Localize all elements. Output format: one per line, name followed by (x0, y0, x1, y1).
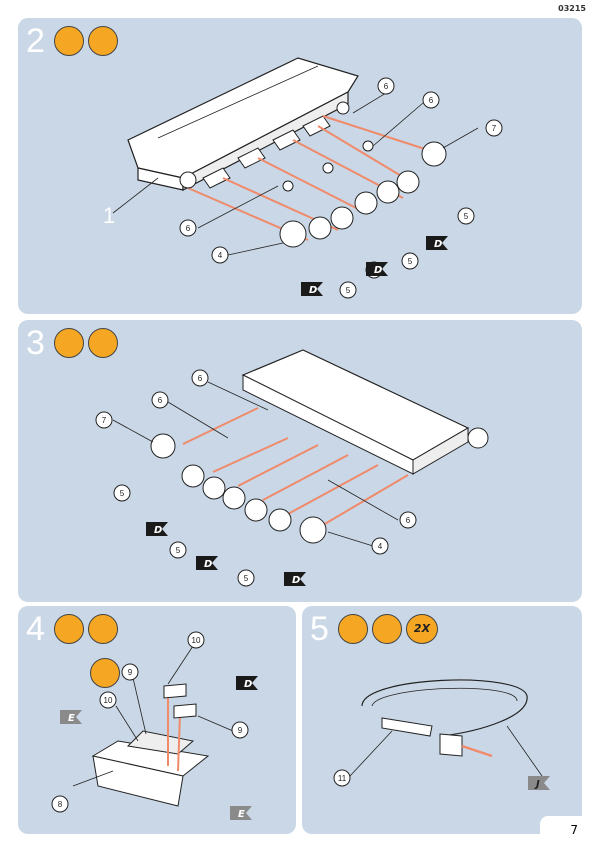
callout-label: 4 (378, 542, 383, 551)
part-number-label: 1 (103, 203, 115, 228)
paint-brush-icon (88, 26, 118, 56)
flag-label: D (292, 575, 300, 586)
callout-label: 6 (429, 96, 434, 105)
flag-label: D (309, 285, 317, 296)
callout-label: 9 (128, 668, 133, 677)
flag-label: D (434, 239, 442, 250)
step-4-panel: 4 10 9 10 9 8 D (18, 606, 296, 834)
quantity-badge: 2X (406, 614, 438, 644)
flag-label: J (534, 779, 540, 790)
flag-label: E (238, 809, 245, 820)
paint-brush-icon (88, 614, 118, 644)
callout-label: 10 (192, 636, 201, 645)
callout-label: 6 (158, 396, 163, 405)
flag-label: D (374, 265, 382, 276)
step-4-illustration: 10 9 10 9 8 D E E (51, 631, 258, 820)
step-2-panel: 2 (18, 18, 582, 314)
no-glue-icon (338, 614, 368, 644)
callout-label: 10 (104, 696, 113, 705)
flag-label: D (204, 559, 212, 570)
quantity-label: 2X (413, 622, 431, 635)
callout-label: 5 (244, 574, 249, 583)
glue-icon (54, 614, 84, 644)
callout-label: 5 (176, 546, 181, 555)
flag-label: D (244, 679, 252, 690)
step-3-illustration: 6 6 7 5 5 5 6 4 D D D (95, 349, 489, 587)
step-3-panel: 3 (18, 320, 582, 602)
star-burst-icon (90, 658, 120, 688)
glue-icon (54, 328, 84, 358)
flag-label: E (68, 713, 75, 724)
paint-brush-icon (88, 328, 118, 358)
step-number: 3 (26, 324, 45, 362)
callout-label: 6 (186, 224, 191, 233)
glue-icon (54, 26, 84, 56)
page-number: 7 (540, 816, 588, 844)
callout-label: 5 (120, 489, 125, 498)
callout-label: 7 (492, 124, 497, 133)
callout-label: 5 (464, 212, 469, 221)
callout-label: 8 (58, 800, 63, 809)
paint-brush-icon (372, 614, 402, 644)
step-5-panel: 5 2X 11 J (302, 606, 582, 834)
step-number: 4 (26, 610, 45, 648)
callout-label: 6 (198, 374, 203, 383)
callout-label: 6 (406, 516, 411, 525)
step-2-illustration: 6 6 7 6 4 5 5 5 5 1 D D D (103, 57, 503, 299)
callout-label: 5 (346, 286, 351, 295)
step-number: 5 (310, 610, 329, 648)
flag-label: D (154, 525, 162, 536)
callout-label: 5 (408, 257, 413, 266)
step-number: 2 (26, 22, 45, 60)
document-code: 03215 (558, 4, 586, 13)
callout-label: 7 (102, 416, 107, 425)
callout-label: 9 (238, 726, 243, 735)
callout-label: 11 (338, 774, 347, 783)
step-5-illustration: 11 J (333, 679, 550, 790)
callout-label: 6 (384, 82, 389, 91)
callout-label: 4 (218, 251, 223, 260)
